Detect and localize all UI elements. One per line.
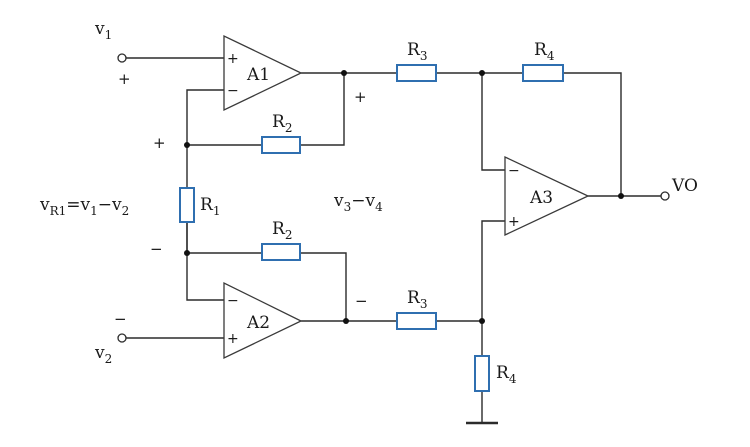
a3-minus-pin: −: [508, 163, 520, 179]
resistor-r3-top: [396, 64, 437, 82]
junction-a1-out: [341, 70, 347, 76]
v1-sign: +: [118, 70, 131, 88]
a1-label: A1: [246, 65, 270, 85]
vr1-equation: vR1=v1−v2: [39, 195, 129, 218]
resistor-r4-bottom: [474, 355, 490, 392]
a2-label: A2: [246, 313, 270, 333]
r4-top-label: R4: [534, 40, 555, 63]
v2-sign: −: [114, 310, 127, 328]
junction-r1-bottom: [184, 250, 190, 256]
r1-bottom-minus: −: [150, 240, 163, 258]
wire-r1-bottom: [186, 222, 224, 301]
terminal-vo: [660, 191, 670, 201]
junction-a2-out: [343, 318, 349, 324]
resistor-r2-top: [261, 136, 301, 154]
a3-label: A3: [529, 188, 553, 208]
a1-minus-pin: −: [227, 83, 239, 99]
opamp-a1: [223, 34, 303, 112]
opamp-a3: [504, 155, 590, 237]
junction-output: [618, 193, 624, 199]
a2-minus-pin: −: [227, 293, 239, 309]
wire-a1-minus: [186, 89, 224, 255]
terminal-v1: [117, 53, 127, 63]
v2-label: v2: [94, 343, 112, 366]
junction-r1-top: [184, 142, 190, 148]
junction-r3-top: [479, 70, 485, 76]
a1-plus-pin: +: [227, 51, 239, 67]
opamp-a2: [223, 281, 303, 360]
r4-bottom-label: R4: [496, 363, 517, 386]
v1-label: v1: [94, 19, 112, 42]
wire-a3-minus: [481, 73, 505, 171]
r1-top-plus: +: [153, 134, 166, 152]
resistor-r3-bottom: [396, 312, 437, 330]
wire-r4-top-feedback: [563, 72, 622, 196]
wire-a3-plus: [481, 220, 505, 321]
resistor-r1: [179, 187, 195, 223]
wire-r2-bottom-feedback: [187, 252, 347, 321]
r3-top-label: R3: [407, 40, 427, 63]
r3-bottom-label: R3: [407, 288, 427, 311]
wires: [126, 57, 661, 425]
r1-label: R1: [200, 195, 220, 218]
r2-bottom-label: R2: [272, 219, 292, 242]
vo-label: VO: [671, 176, 698, 196]
terminal-v2: [117, 333, 127, 343]
a2-plus-pin: +: [227, 331, 239, 347]
junction-r3-bottom: [479, 318, 485, 324]
node-top-plus: +: [354, 88, 367, 106]
node-bottom-minus: −: [355, 292, 368, 310]
r2-top-label: R2: [272, 112, 292, 135]
wire-r2-top-feedback: [187, 73, 345, 146]
resistor-r2-bottom: [261, 243, 301, 261]
v3-minus-v4: v3−v4: [333, 191, 383, 214]
resistor-r4-top: [522, 64, 564, 82]
a3-plus-pin: +: [508, 214, 520, 230]
